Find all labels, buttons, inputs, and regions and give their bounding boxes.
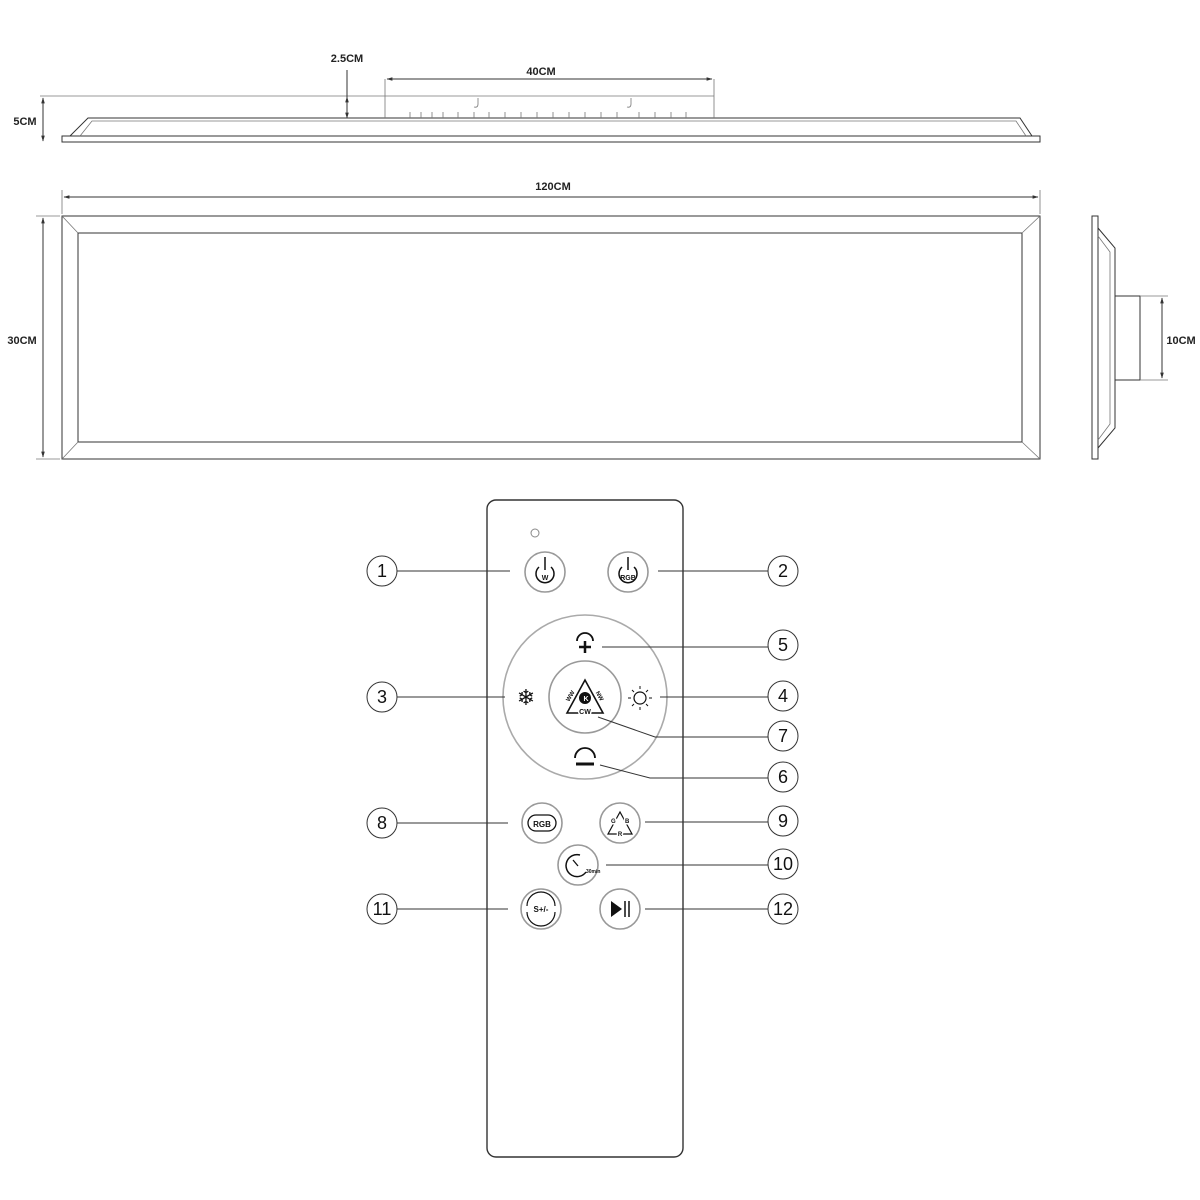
callout-4: 4: [767, 680, 799, 712]
timer-button[interactable]: 30min: [557, 844, 600, 886]
speed-button[interactable]: S+/-: [520, 888, 562, 930]
svg-text:8: 8: [377, 813, 387, 833]
dimension-label-120cm: 120CM: [535, 181, 570, 193]
svg-text:30min: 30min: [586, 869, 600, 875]
svg-text:11: 11: [373, 899, 392, 919]
svg-text:W: W: [542, 575, 549, 582]
svg-text:NW: NW: [594, 691, 604, 703]
svg-text:WW: WW: [566, 690, 577, 703]
brightness-up-button[interactable]: [576, 632, 594, 653]
svg-text:2: 2: [778, 561, 788, 581]
brightness-down-button[interactable]: [574, 747, 596, 766]
power-rgb-button[interactable]: RGB: [607, 551, 649, 593]
rgb-cycle-button[interactable]: RGB: [521, 802, 563, 844]
callout-10: 10: [767, 848, 799, 880]
svg-text:RGB: RGB: [533, 820, 551, 829]
svg-text:RGB: RGB: [620, 575, 636, 582]
svg-text:R: R: [618, 832, 623, 838]
callout-8: 8: [366, 807, 398, 839]
svg-text:6: 6: [778, 767, 788, 787]
dimension-label-40cm: 40CM: [526, 66, 555, 78]
svg-text:G: G: [611, 819, 616, 825]
sun-icon: [633, 691, 647, 705]
side-profile-view: 40CM 2.5CM 5CM: [13, 53, 1041, 143]
warm-white-button[interactable]: [628, 686, 652, 710]
svg-text:B: B: [625, 819, 630, 825]
svg-text:S+/-: S+/-: [534, 905, 549, 914]
led-indicator: [530, 528, 540, 538]
play-pause-icon: [611, 901, 622, 917]
svg-text:9: 9: [778, 811, 788, 831]
callouts: 1 2 3 4 5 6 7 8 9 10 11 12: [366, 555, 799, 925]
front-view: 120CM 30CM: [7, 181, 1041, 460]
callout-leaders: [397, 570, 768, 910]
dimension-label-30cm: 30CM: [7, 335, 36, 347]
callout-7: 7: [767, 720, 799, 752]
snowflake-icon: ❄: [517, 685, 535, 710]
callout-3: 3: [366, 681, 398, 713]
dimension-label-2-5cm: 2.5CM: [331, 53, 363, 65]
svg-text:12: 12: [773, 899, 793, 919]
dimension-label-10cm: 10CM: [1166, 335, 1195, 347]
color-temperature-button[interactable]: K WW NW CW: [548, 660, 622, 734]
svg-text:CW: CW: [579, 709, 591, 716]
svg-text:5: 5: [778, 635, 788, 655]
callout-5: 5: [767, 629, 799, 661]
callout-12: 12: [767, 893, 799, 925]
cool-white-button[interactable]: ❄: [517, 685, 535, 710]
callout-6: 6: [767, 761, 799, 793]
end-view: 10CM: [1091, 215, 1196, 460]
svg-text:7: 7: [778, 726, 788, 746]
svg-text:K: K: [583, 696, 588, 703]
callout-2: 2: [767, 555, 799, 587]
remote-control: W RGB ❄ K WW NW: [486, 499, 684, 1158]
callout-9: 9: [767, 805, 799, 837]
svg-text:3: 3: [377, 687, 387, 707]
svg-text:4: 4: [778, 686, 788, 706]
dimension-label-5cm: 5CM: [13, 116, 36, 128]
rgb-color-button[interactable]: G B R: [599, 802, 641, 844]
callout-1: 1: [366, 555, 398, 587]
play-pause-button[interactable]: [599, 888, 641, 930]
svg-text:10: 10: [773, 854, 793, 874]
power-w-button[interactable]: W: [524, 551, 566, 593]
svg-text:1: 1: [377, 561, 387, 581]
callout-11: 11: [366, 893, 398, 925]
